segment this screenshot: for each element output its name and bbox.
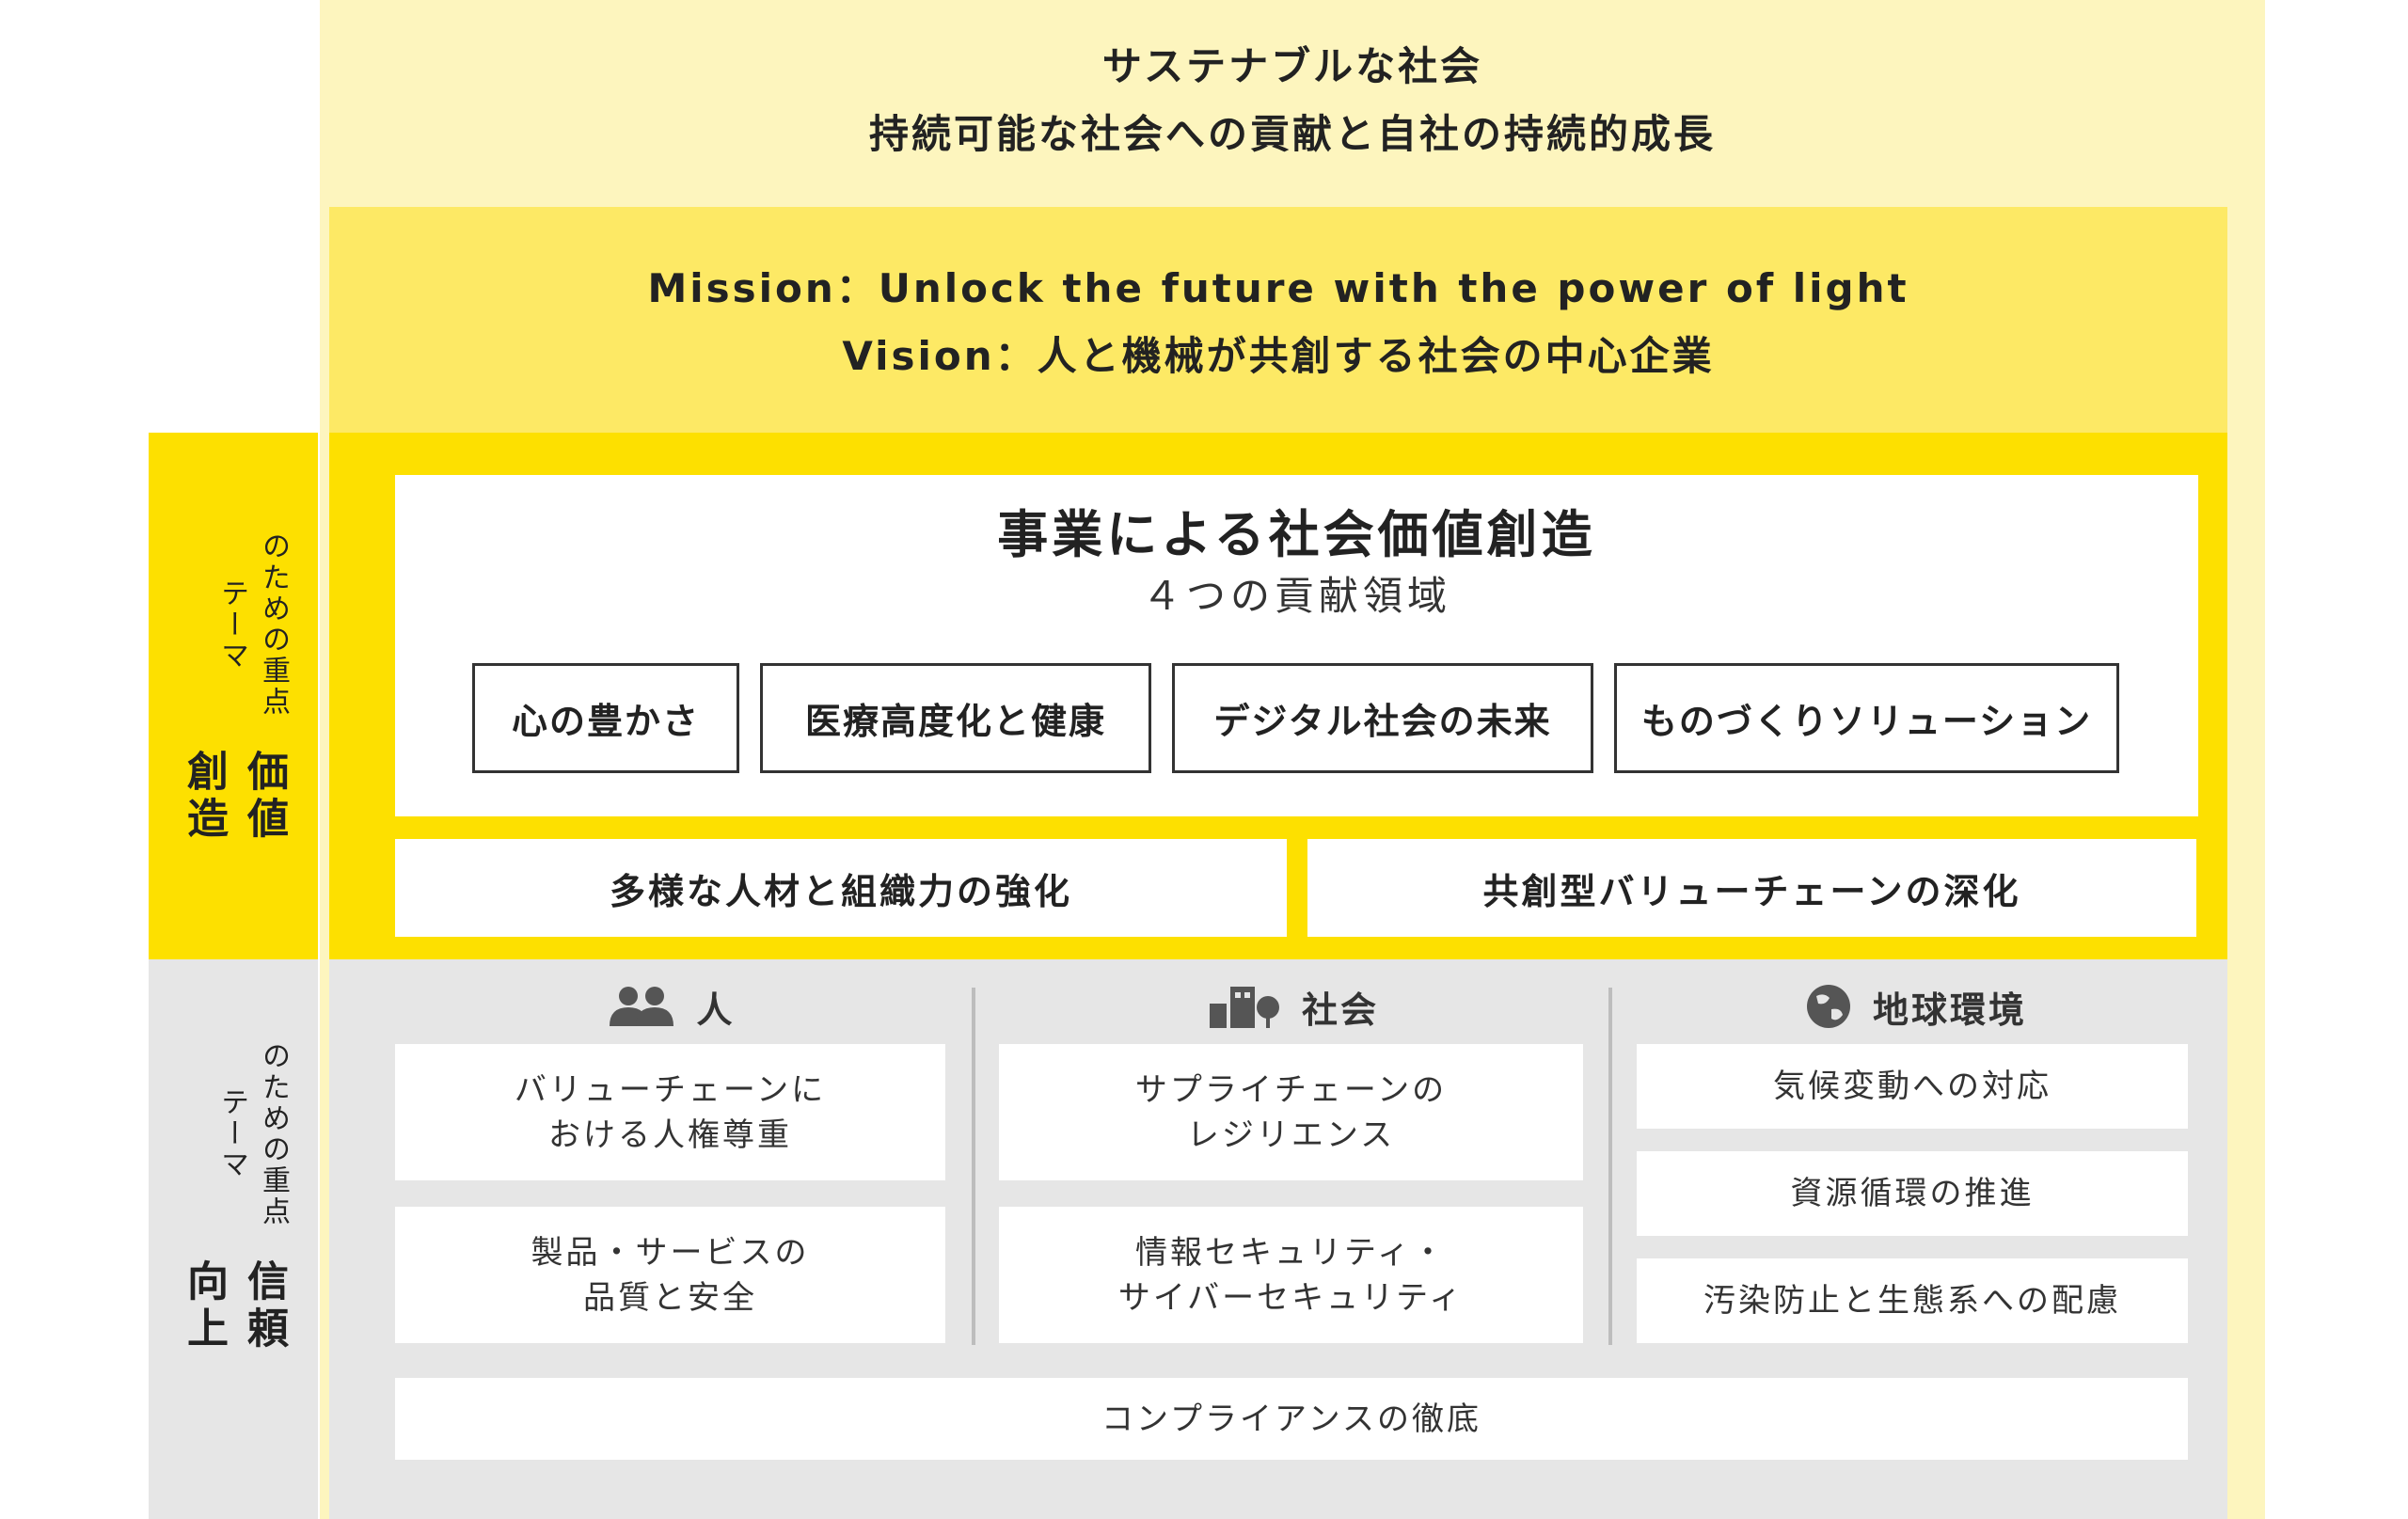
society-column-header: 社会 <box>1002 978 1585 1035</box>
society-heading: サステナブルな社会 持続可能な社会への貢献と自社の持続的成長 <box>320 30 2265 171</box>
value-side-main: 価値創造 <box>180 750 288 845</box>
people-label: 人 <box>696 989 736 1031</box>
mission-text: Mission：Unlock the future with the power… <box>647 265 1909 311</box>
mission-vision: Mission：Unlock the future with the power… <box>329 252 2227 393</box>
society-item: 情報セキュリティ・ サイバーセキュリティ <box>999 1207 1583 1343</box>
society-item: サプライチェーンの レジリエンス <box>999 1044 1583 1180</box>
society-heading-line2: 持続可能な社会への貢献と自社の持続的成長 <box>868 111 1716 157</box>
society-item-line1: サプライチェーンの <box>1134 1070 1448 1109</box>
mission-band <box>329 207 2227 435</box>
society-item-line2: レジリエンス <box>1186 1116 1396 1154</box>
society-item-line2: サイバーセキュリティ <box>1117 1278 1465 1317</box>
foundation-box: 多様な人材と組織力の強化 <box>395 839 1287 937</box>
society-label: 社会 <box>1301 989 1379 1031</box>
vision-text: Vision：人と機械が共創する社会の中心企業 <box>842 333 1715 379</box>
contribution-area: 医療高度化と健康 <box>760 663 1151 773</box>
business-title: 事業による社会価値創造 <box>997 504 1596 564</box>
column-divider <box>972 988 975 1345</box>
society-heading-line1: サステナブルな社会 <box>1101 43 1483 89</box>
business-subtitle: ４つの貢献領域 <box>1141 572 1451 619</box>
people-icon <box>610 987 674 1026</box>
trust-side-main: 信頼向上 <box>180 1258 288 1353</box>
environment-item: 汚染防止と生態系への配慮 <box>1637 1258 2188 1343</box>
people-column-header: 人 <box>395 978 948 1035</box>
foundation-box: 共創型バリューチェーンの深化 <box>1307 839 2196 937</box>
society-item-line1: 情報セキュリティ・ <box>1135 1233 1447 1272</box>
people-item: バリューチェーンに おける人権尊重 <box>395 1044 945 1180</box>
contribution-area: デジタル社会の未来 <box>1172 663 1593 773</box>
trust-side-label: 信頼向上 のための重点テーマ <box>149 959 318 1519</box>
trust-side-sub: のための重点テーマ <box>215 1040 290 1227</box>
value-side-sub: のための重点テーマ <box>215 531 290 719</box>
environment-column-header: 地球環境 <box>1639 978 2194 1035</box>
business-value-panel: 事業による社会価値創造 ４つの貢献領域 心の豊かさ 医療高度化と健康 デジタル社… <box>395 475 2198 816</box>
value-creation-side-label: 価値創造 のための重点テーマ <box>149 433 318 961</box>
contribution-area: 心の豊かさ <box>472 663 739 773</box>
environment-label: 地球環境 <box>1872 989 2027 1031</box>
environment-item: 資源循環の推進 <box>1637 1151 2188 1236</box>
contribution-area: ものづくりソリューション <box>1614 663 2119 773</box>
people-item-line2: 品質と安全 <box>583 1278 757 1317</box>
people-item-line2: おける人権尊重 <box>548 1116 792 1154</box>
building-icon <box>1209 987 1279 1028</box>
people-item-line1: 製品・サービスの <box>531 1233 810 1272</box>
column-divider <box>1608 988 1612 1345</box>
globe-icon <box>1806 985 1850 1028</box>
people-item: 製品・サービスの 品質と安全 <box>395 1207 945 1343</box>
people-item-line1: バリューチェーンに <box>514 1070 827 1109</box>
compliance-box: コンプライアンスの徹底 <box>395 1378 2188 1460</box>
environment-item: 気候変動への対応 <box>1637 1044 2188 1129</box>
